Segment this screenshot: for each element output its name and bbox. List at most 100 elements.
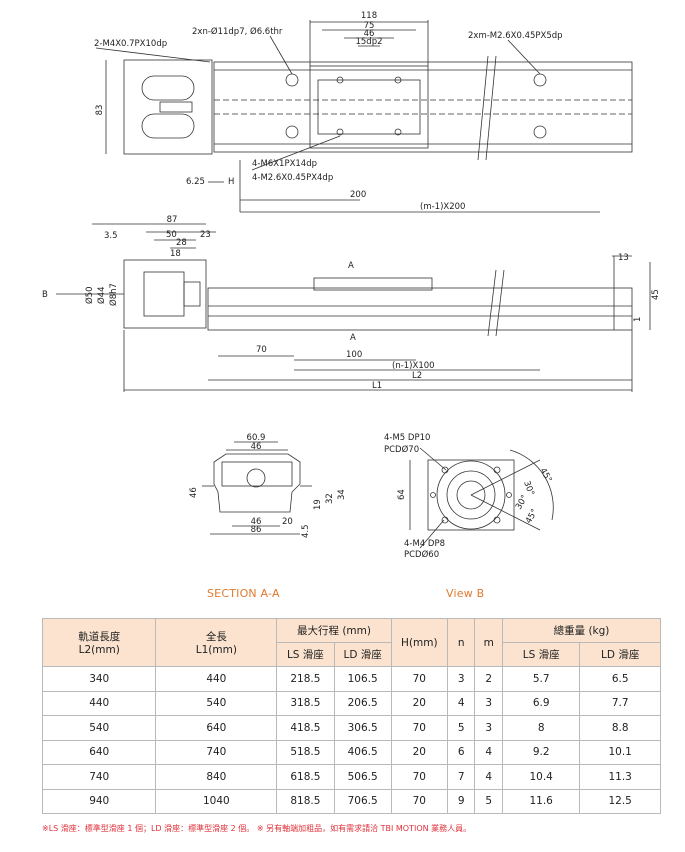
flange-square — [427, 459, 515, 531]
table-cell: 10.1 — [579, 739, 661, 765]
footnote: ※LS 滑座：標準型滑座 1 個；LD 滑座：標準型滑座 2 個。 ※ 另有軸端… — [42, 824, 472, 833]
dim-d50: Ø50 — [84, 286, 95, 304]
table-cell: 12.5 — [579, 788, 661, 814]
table-cell: 4 — [446, 690, 476, 716]
table-cell: 406.5 — [333, 739, 392, 765]
table-cell: 440 — [155, 666, 278, 692]
dim-d44: Ø44 — [96, 286, 107, 304]
sec-32: 32 — [325, 493, 335, 504]
table-cell: 7.7 — [579, 690, 661, 716]
dim-50: 50 — [166, 230, 177, 240]
table-cell: 4 — [474, 764, 503, 790]
table-cell: 5 — [474, 788, 503, 814]
rail-body-side — [207, 287, 633, 331]
dim-m6: 4-M6X1PX14dp — [252, 159, 317, 169]
header-n: n — [446, 618, 476, 667]
dim-m26-top: 2xm-M2.6X0.45PX5dp — [468, 31, 563, 41]
table-cell: 1040 — [155, 788, 278, 814]
table-cell: 9.2 — [501, 739, 581, 765]
dim-n1x100: (n-1)X100 — [392, 361, 435, 371]
sec-86: 86 — [251, 525, 262, 535]
dim-1: 1 — [633, 317, 643, 322]
table-cell: 8 — [501, 715, 581, 741]
dim-45: 45 — [651, 289, 661, 300]
vb-pcd70: PCDØ70 — [384, 444, 419, 455]
dim-625: 6.25 — [186, 177, 205, 187]
section-label: SECTION A-A — [207, 587, 280, 600]
sec-19: 19 — [313, 499, 323, 510]
table-cell: 6.5 — [579, 666, 661, 692]
table-cell: 9 — [446, 788, 476, 814]
table-cell: 940 — [41, 788, 157, 814]
table-cell: 640 — [41, 739, 157, 765]
table-cell: 618.5 — [276, 764, 335, 790]
table-cell: 3 — [474, 690, 503, 716]
table-cell: 218.5 — [276, 666, 335, 692]
table-cell: 818.5 — [276, 788, 335, 814]
dim-100: 100 — [346, 350, 362, 360]
table-cell: 2 — [474, 666, 503, 692]
vb-angle-45a: 45° — [537, 467, 553, 485]
dim-H: H — [228, 177, 234, 187]
dim-83: 83 — [95, 105, 105, 116]
table-cell: 740 — [155, 739, 278, 765]
vb-angle-30a: 30° — [521, 480, 536, 498]
table-cell: 70 — [390, 764, 448, 790]
header-max-stroke: 最大行程 (mm) — [276, 618, 392, 643]
dim-18: 18 — [170, 249, 181, 259]
table-cell: 540 — [155, 690, 278, 716]
section-mark-a-bottom: A — [350, 333, 356, 343]
sec-20: 20 — [282, 517, 293, 527]
dim-23: 23 — [200, 230, 211, 240]
dim-46: 46 — [364, 29, 375, 39]
vb-angle-45b: 45° — [524, 507, 540, 525]
table-cell: 840 — [155, 764, 278, 790]
table-cell: 3 — [446, 666, 476, 692]
table-cell: 70 — [390, 715, 448, 741]
header-m: m — [474, 618, 503, 667]
technical-drawing: 118 75 46 15dp2 2xn-Ø11dp7, Ø6.6thr 2-M4… — [42, 11, 661, 560]
vb-m4: 4-M4 DP8 — [404, 539, 445, 549]
subheader-stroke-ls: LS 滑座 — [276, 642, 335, 667]
dim-13: 13 — [618, 253, 629, 263]
sec-46-bottom: 46 — [251, 517, 262, 527]
table-cell: 4 — [474, 739, 503, 765]
sec-46-h: 46 — [189, 487, 199, 498]
table-cell: 5 — [446, 715, 476, 741]
table-cell: 3 — [474, 715, 503, 741]
table-cell: 540 — [41, 715, 157, 741]
table-cell: 640 — [155, 715, 278, 741]
table-cell: 418.5 — [276, 715, 335, 741]
subheader-stroke-ld: LD 滑座 — [333, 642, 392, 667]
carriage-top — [309, 65, 429, 149]
dim-15dp2: 15dp2 — [355, 37, 382, 47]
table-cell: 518.5 — [276, 739, 335, 765]
dim-d8h7: Ø8h7 — [108, 283, 119, 306]
table-cell: 306.5 — [333, 715, 392, 741]
table-cell: 20 — [390, 739, 448, 765]
dim-87: 87 — [167, 215, 178, 225]
carriage-side — [313, 277, 433, 291]
dim-35: 3.5 — [104, 231, 118, 241]
table-cell: 10.4 — [501, 764, 581, 790]
header-total-weight: 總重量 (kg) — [502, 618, 661, 643]
dim-L2: L2 — [412, 371, 422, 381]
dim-holes: 2xn-Ø11dp7, Ø6.6thr — [192, 26, 283, 37]
dim-L1: L1 — [372, 381, 382, 391]
table-cell: 70 — [390, 666, 448, 692]
table-cell: 70 — [390, 788, 448, 814]
header-H: H(mm) — [390, 618, 448, 667]
subheader-weight-ls: LS 滑座 — [501, 642, 581, 667]
section-mark-a-top: A — [348, 261, 354, 271]
table-cell: 106.5 — [333, 666, 392, 692]
subheader-weight-ld: LD 滑座 — [579, 642, 661, 667]
table-cell: 6 — [446, 739, 476, 765]
motor-block-side — [123, 259, 207, 329]
